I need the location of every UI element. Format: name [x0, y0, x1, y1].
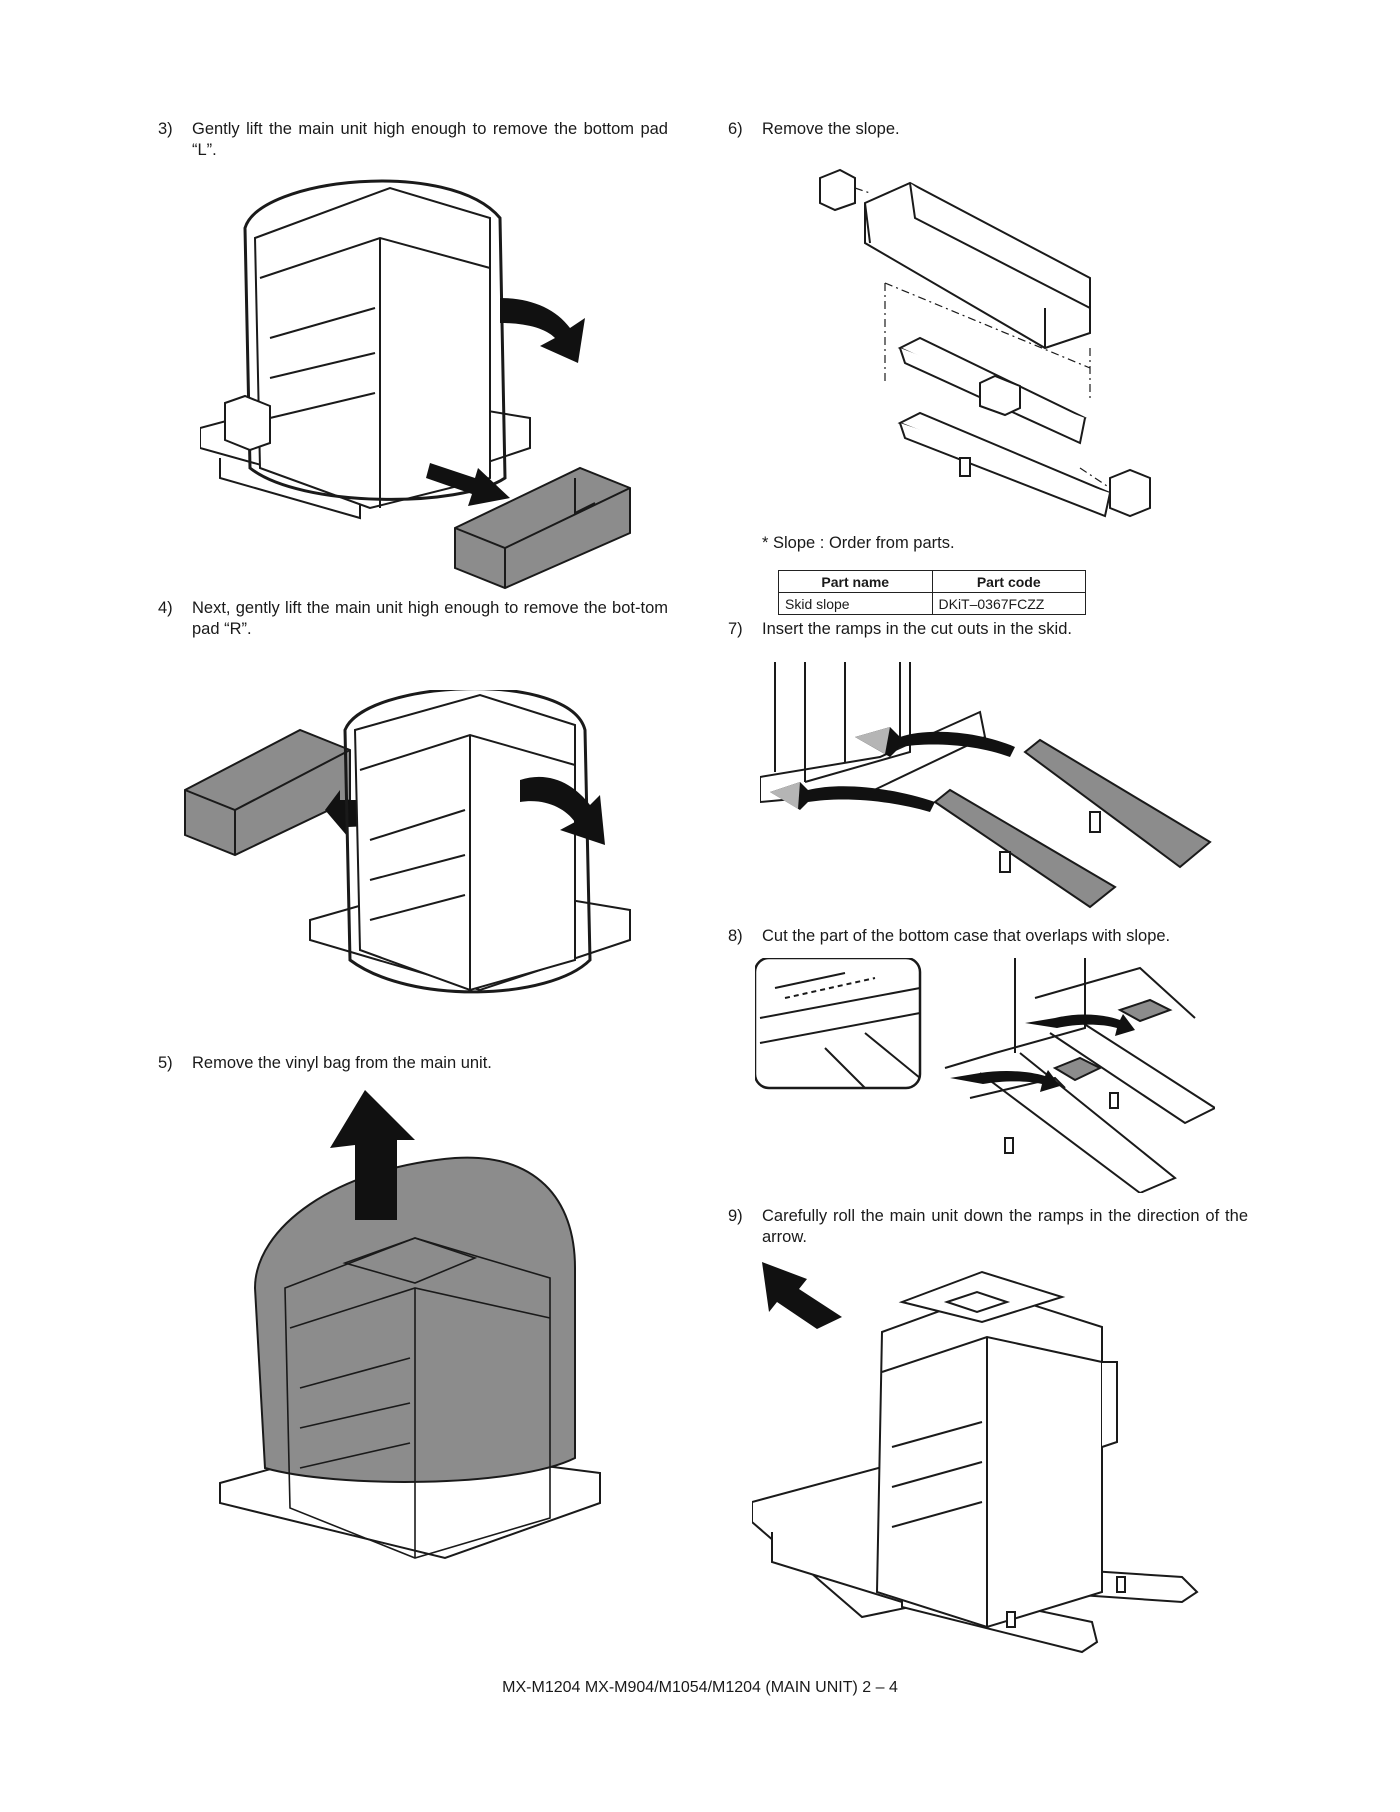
step-number: 6) — [728, 120, 743, 138]
figure-cut-bottom-case — [755, 958, 1215, 1193]
page-footer: MX-M1204 MX-M904/M1054/M1204 (MAIN UNIT)… — [502, 1679, 898, 1696]
step-number: 7) — [728, 620, 743, 638]
figure-roll-down-ramps — [752, 1262, 1222, 1662]
figure-remove-bottom-pad-r — [180, 690, 650, 1020]
step-number: 5) — [158, 1054, 173, 1072]
column-header: Part name — [778, 570, 933, 593]
step-text: Remove the slope. — [762, 120, 900, 138]
step-number: 4) — [158, 599, 173, 617]
step-text: Cut the part of the bottom case that ove… — [762, 927, 1171, 945]
step-text: Next, gently lift the main unit high eno… — [192, 599, 668, 638]
figure-remove-vinyl-bag — [215, 1088, 605, 1568]
step-text: Carefully roll the main unit down the ra… — [762, 1207, 1248, 1246]
figure-insert-ramps — [760, 662, 1220, 912]
step-number: 8) — [728, 927, 743, 945]
step-text: Remove the vinyl bag from the main unit. — [192, 1054, 492, 1072]
figure-remove-slope — [810, 158, 1160, 528]
step-text: Insert the ramps in the cut outs in the … — [762, 620, 1072, 638]
part-code-cell: DKiT–0367FCZZ — [931, 592, 1086, 615]
table-header-row: Part name Part code — [778, 570, 1086, 593]
part-name-cell: Skid slope — [778, 592, 933, 615]
figure-remove-bottom-pad-l — [200, 178, 640, 598]
step-number: 9) — [728, 1207, 743, 1225]
step-text: Gently lift the main unit high enough to… — [192, 120, 668, 159]
column-header: Part code — [931, 570, 1086, 593]
step-number: 3) — [158, 120, 173, 138]
slope-order-note: * Slope : Order from parts. — [762, 534, 955, 552]
parts-table: Part name Part code Skid slope DKiT–0367… — [778, 570, 1086, 615]
table-row: Skid slope DKiT–0367FCZZ — [778, 592, 1086, 615]
